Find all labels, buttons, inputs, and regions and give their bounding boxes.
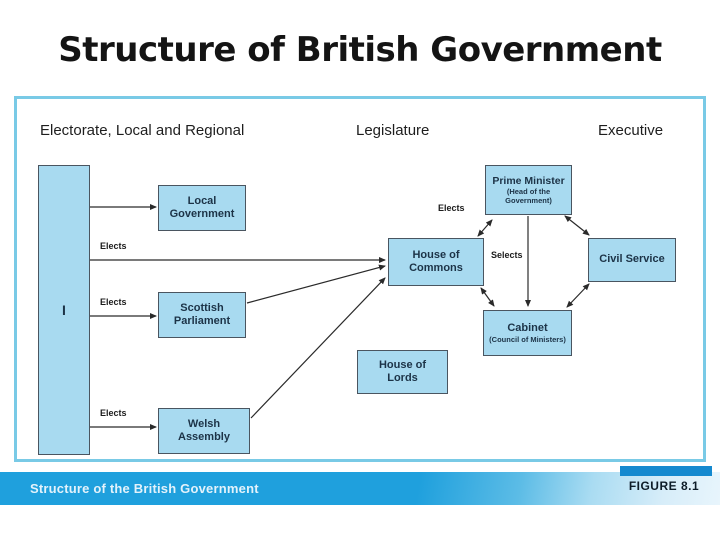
- column-header-electorate: Electorate, Local and Regional: [40, 122, 245, 139]
- edge-prime-minister-civil-service: [564, 215, 590, 236]
- footer-caption: Structure of the British Government: [30, 481, 259, 496]
- column-header-legislature: Legislature: [356, 122, 430, 139]
- node-house-of-lords-line1: House of: [378, 358, 427, 371]
- node-prime-minister-subtitle: (Head of the Government): [505, 187, 552, 205]
- edge-label-elects-scottish: Elects: [100, 297, 127, 307]
- node-welsh-assembly: Welsh Assembly: [158, 408, 250, 454]
- node-civil-service: Civil Service: [588, 238, 676, 282]
- node-prime-minister: Prime Minister (Head of the Government): [485, 165, 572, 215]
- edge-cabinet-civil-service: [566, 283, 590, 308]
- node-scottish-parliament: Scottish Parliament: [158, 292, 246, 338]
- node-cabinet-subtitle: (Council of Ministers): [489, 334, 566, 344]
- node-civil-service-label: Civil Service: [599, 253, 665, 266]
- node-local-government-line2: Government: [169, 208, 235, 220]
- footer-bar: Structure of the British Government: [0, 472, 720, 505]
- node-house-of-lords: House of Lords: [357, 350, 448, 394]
- node-local-government: Local Government: [158, 185, 246, 231]
- edge-label-elects-prime-minister: Elects: [438, 203, 465, 213]
- figure-strip: [620, 466, 712, 476]
- node-electorate-label: I: [62, 301, 66, 318]
- slide-title: Structure of British Government: [58, 30, 662, 70]
- node-house-of-commons-line1: House of: [412, 248, 460, 261]
- node-welsh-assembly-line2: Assembly: [178, 431, 230, 443]
- node-electorate: I: [38, 165, 90, 455]
- edge-label-selects: Selects: [491, 250, 523, 260]
- node-cabinet-title: Cabinet: [507, 321, 548, 334]
- node-house-of-commons-line2: Commons: [409, 262, 463, 274]
- node-house-of-lords-line2: Lords: [387, 372, 418, 384]
- node-house-of-commons: House of Commons: [388, 238, 484, 286]
- figure-label: FIGURE 8.1: [628, 479, 700, 493]
- edge-scottish-parliament-commons: [246, 264, 386, 304]
- node-cabinet: Cabinet (Council of Ministers): [483, 310, 572, 356]
- node-welsh-assembly-line1: Welsh: [187, 417, 221, 430]
- column-header-executive: Executive: [598, 122, 664, 139]
- node-scottish-parliament-line1: Scottish: [180, 301, 224, 314]
- node-scottish-parliament-line2: Parliament: [173, 315, 231, 327]
- edge-welsh-assembly-commons: [250, 277, 386, 419]
- node-local-government-line1: Local: [187, 194, 217, 207]
- edge-commons-cabinet: [480, 287, 495, 307]
- edge-label-elects-commons: Elects: [100, 241, 127, 251]
- edge-commons-prime-minister: [477, 219, 493, 237]
- node-prime-minister-title: Prime Minister: [492, 174, 565, 187]
- edge-label-elects-welsh: Elects: [100, 408, 127, 418]
